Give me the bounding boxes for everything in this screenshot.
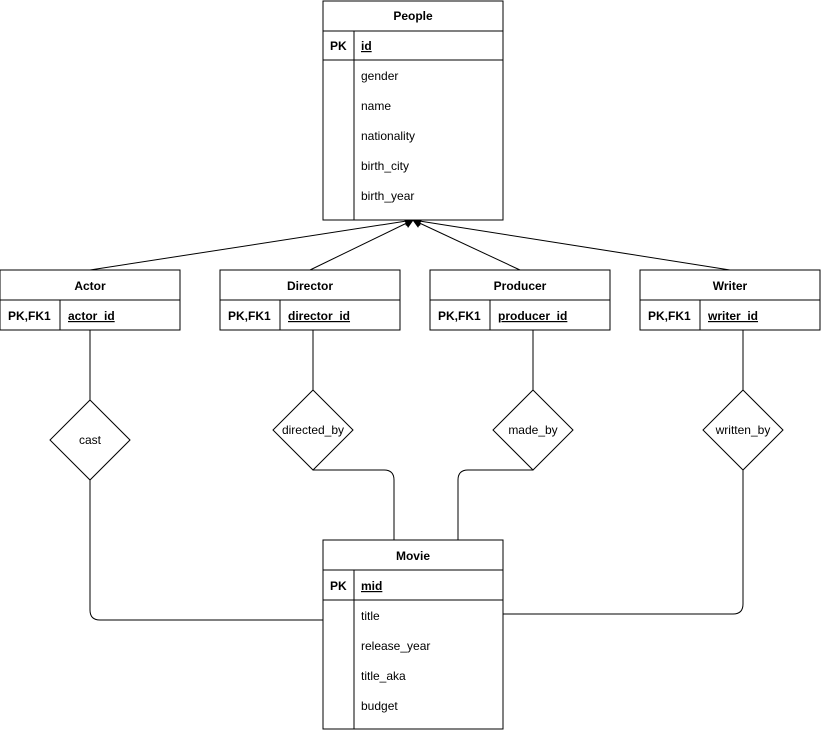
movie-attr: release_year (361, 639, 430, 653)
producer-inherits-line (412, 218, 521, 271)
director-inherits-line (309, 218, 414, 271)
entity-people[interactable]: People PK id gender name nationality bir… (322, 0, 504, 221)
actor-key-field: actor_id (68, 309, 115, 323)
writer-key-label: PK,FK1 (648, 309, 691, 323)
entity-actor[interactable]: Actor PK,FK1 actor_id (0, 269, 181, 331)
movie-title: Movie (396, 549, 430, 563)
people-attr: nationality (361, 129, 415, 143)
writer-title: Writer (713, 279, 748, 293)
relationship-written-by[interactable]: written_by (702, 389, 784, 471)
movie-pk-field: mid (361, 579, 382, 593)
movie-attr: title_aka (361, 669, 406, 683)
actor-inherits-line (89, 216, 414, 271)
relationship-made-by[interactable]: made_by (492, 389, 574, 471)
people-attr: birth_city (361, 159, 409, 173)
directed-movie-line (313, 469, 395, 540)
producer-key-field: producer_id (498, 309, 567, 323)
movie-pk-label: PK (330, 579, 347, 593)
director-title: Director (287, 279, 333, 293)
actor-title: Actor (74, 279, 106, 293)
entity-movie[interactable]: Movie PK mid title release_year title_ak… (322, 539, 504, 730)
people-attr: birth_year (361, 189, 414, 203)
writer-inherits-line (412, 216, 731, 271)
producer-key-label: PK,FK1 (438, 309, 481, 323)
inheritance-lines (89, 216, 731, 271)
people-pk-label: PK (330, 39, 347, 53)
people-title: People (393, 9, 433, 23)
written-by-label: written_by (715, 423, 771, 437)
relationship-lines (89, 330, 744, 621)
producer-title: Producer (494, 279, 547, 293)
people-attr: name (361, 99, 391, 113)
movie-attr: budget (361, 699, 398, 713)
made-by-label: made_by (508, 423, 557, 437)
writer-key-field: writer_id (707, 309, 758, 323)
cast-label: cast (79, 433, 102, 447)
entity-producer[interactable]: Producer PK,FK1 producer_id (429, 269, 611, 331)
entity-director[interactable]: Director PK,FK1 director_id (219, 269, 401, 331)
relationship-cast[interactable]: cast (49, 399, 131, 481)
director-key-field: director_id (288, 309, 350, 323)
people-attr: gender (361, 69, 398, 83)
relationship-directed-by[interactable]: directed_by (272, 389, 354, 471)
actor-key-label: PK,FK1 (8, 309, 51, 323)
director-key-label: PK,FK1 (228, 309, 271, 323)
directed-by-label: directed_by (282, 423, 344, 437)
people-pk-field: id (361, 39, 372, 53)
cast-movie-line (89, 480, 323, 621)
made-movie-line (457, 469, 533, 540)
entity-writer[interactable]: Writer PK,FK1 writer_id (639, 269, 821, 331)
written-movie-line (503, 470, 744, 615)
movie-attr: title (361, 609, 380, 623)
